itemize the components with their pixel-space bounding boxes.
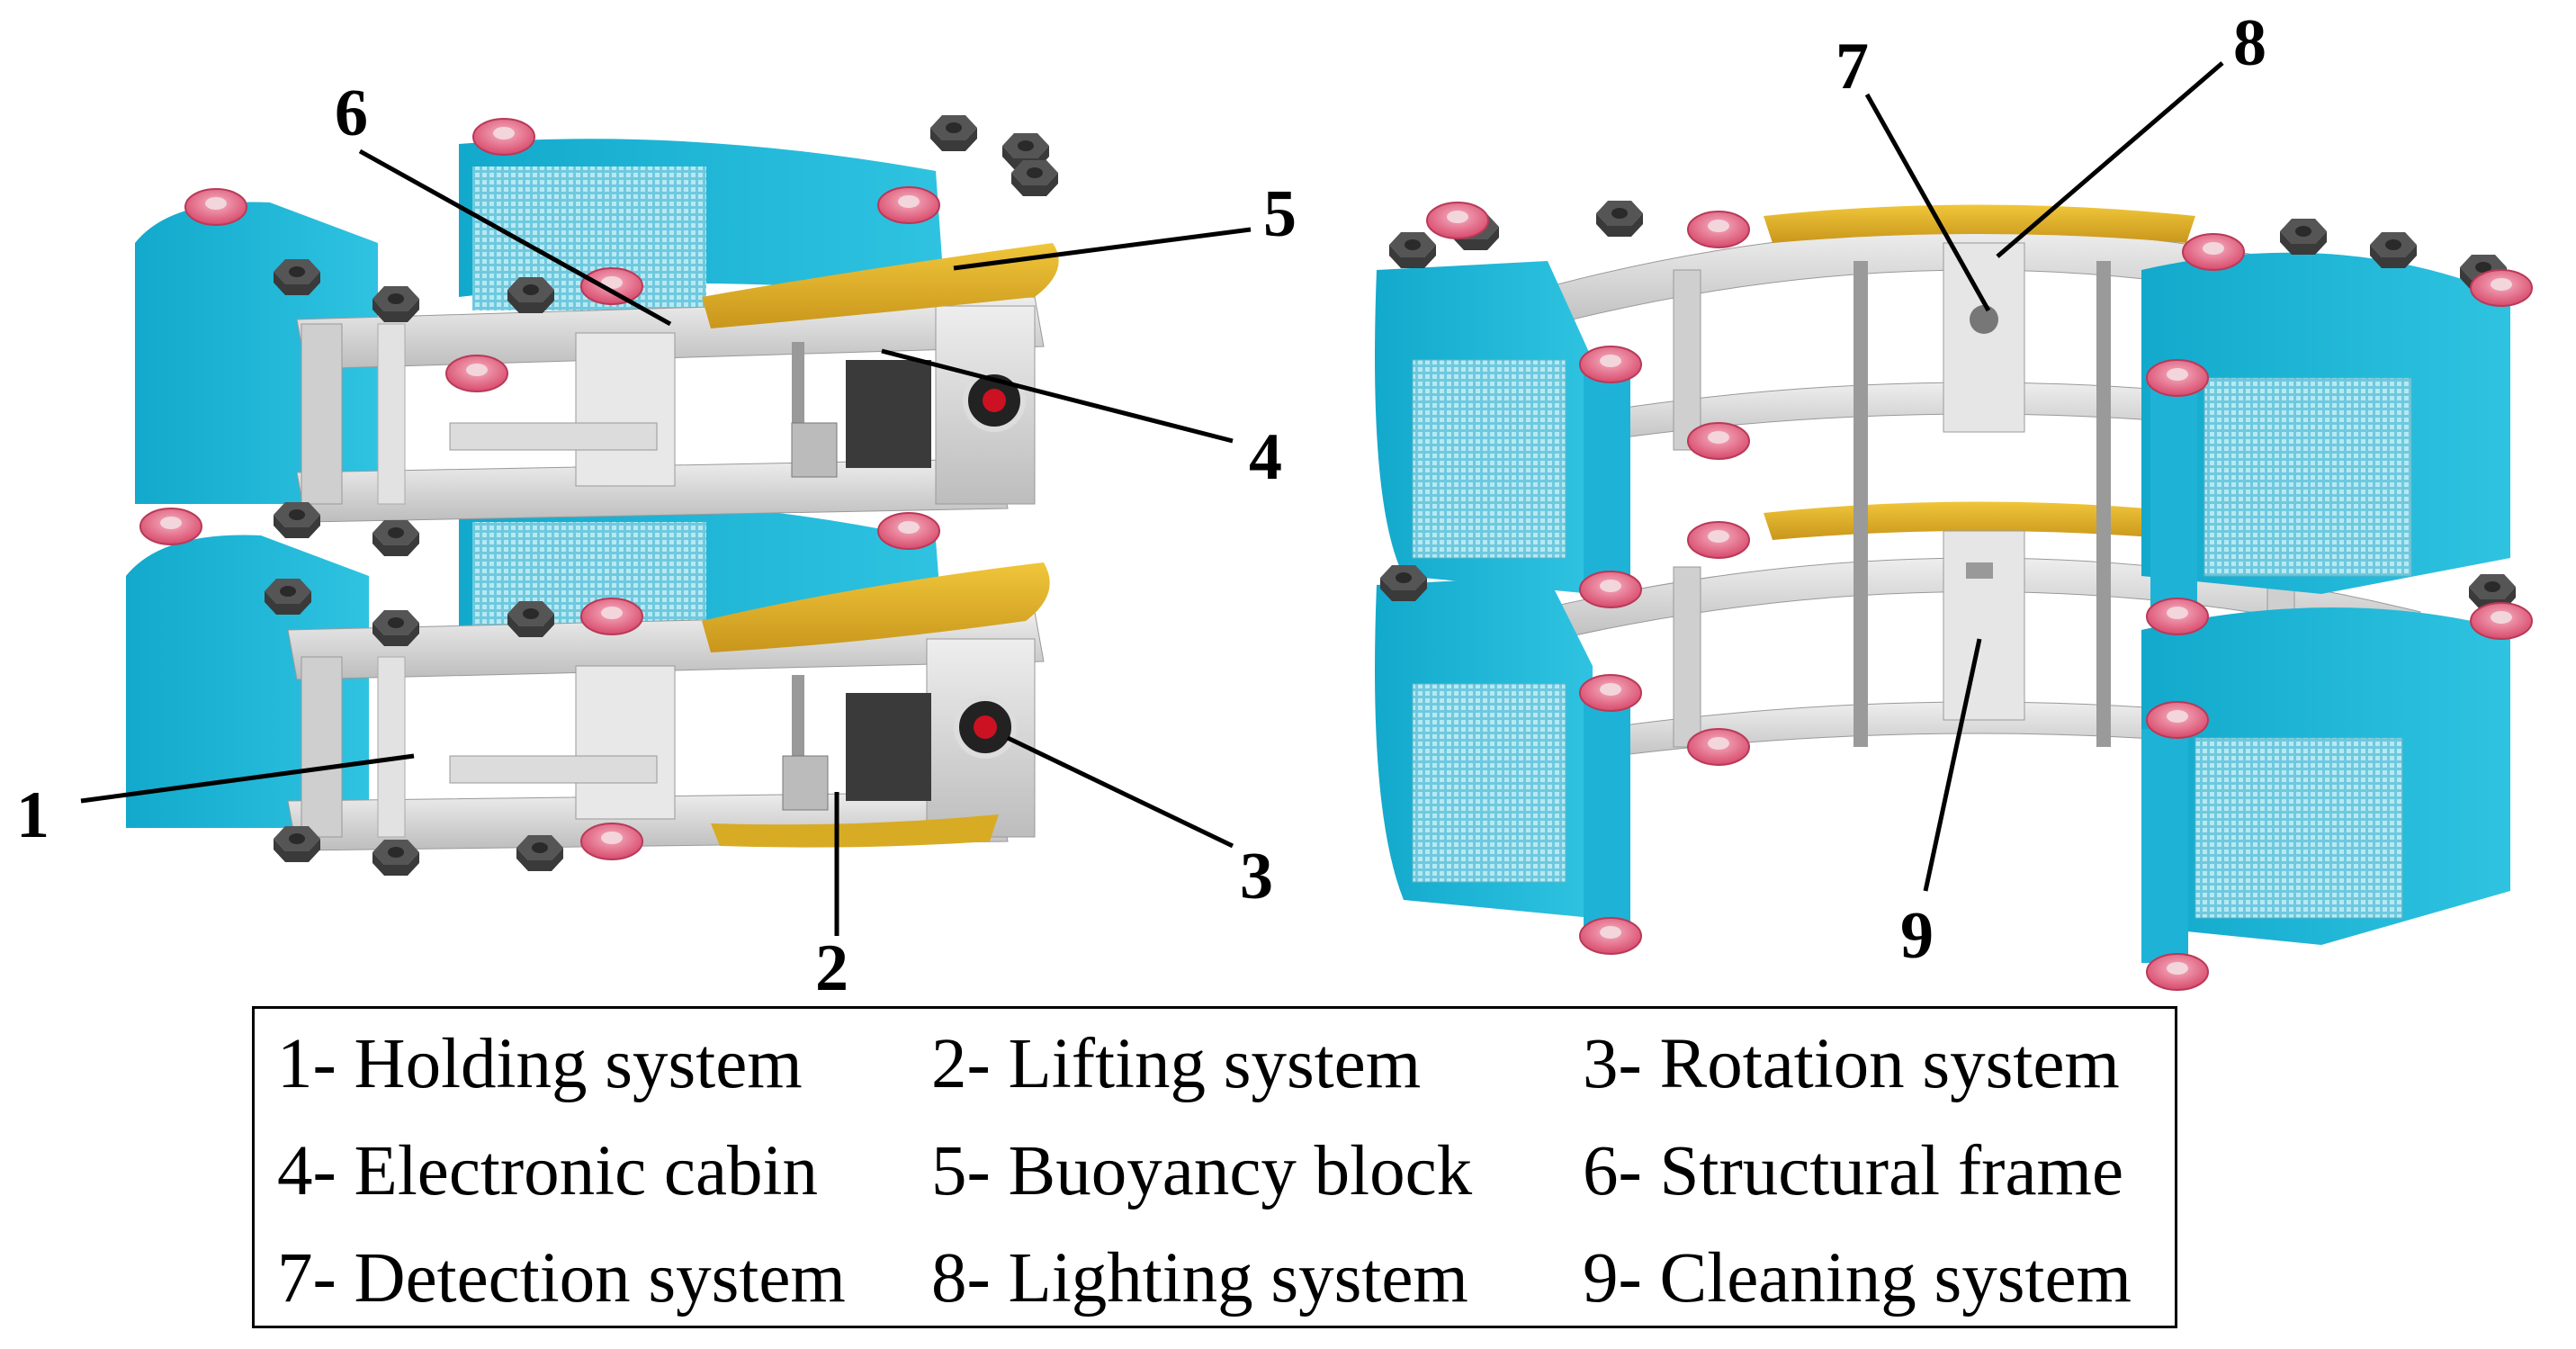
leader-line-9: [1923, 638, 1982, 892]
leader-line-5: [953, 227, 1252, 271]
legend-box: 1- Holding system 2- Lifting system 3- R…: [252, 1006, 2177, 1328]
leader-line-6: [358, 148, 672, 327]
leader-line-8: [1996, 61, 2224, 258]
leader-line-4: [881, 348, 1234, 444]
leader-line-1: [80, 753, 415, 804]
legend-item-buoyancy-block: 5- Buoyancy block: [931, 1132, 1473, 1210]
callout-3: 3: [1240, 840, 1273, 913]
leader-lines: [80, 61, 2224, 936]
legend-item-electronic-cabin: 4- Electronic cabin: [277, 1132, 818, 1210]
callout-5: 5: [1263, 177, 1297, 251]
leader-line-7: [1864, 93, 1991, 312]
legend-item-detection-system: 7- Detection system: [277, 1239, 846, 1318]
legend-item-lighting-system: 8- Lighting system: [931, 1239, 1468, 1318]
callout-6: 6: [335, 76, 368, 150]
legend-item-rotation-system: 3- Rotation system: [1583, 1025, 2120, 1103]
callout-7: 7: [1836, 30, 1869, 103]
legend-item-lifting-system: 2- Lifting system: [931, 1025, 1422, 1103]
callout-numbers: 1 2 3 4 5 6 7 8 9: [16, 6, 2266, 1005]
callout-1: 1: [16, 778, 49, 852]
callout-2: 2: [815, 931, 848, 1005]
legend-item-holding-system: 1- Holding system: [277, 1025, 803, 1103]
leader-line-3: [1006, 735, 1234, 849]
legend-item-cleaning-system: 9- Cleaning system: [1583, 1239, 2132, 1318]
callout-8: 8: [2233, 6, 2266, 80]
callout-9: 9: [1900, 899, 1934, 973]
legend-item-structural-frame: 6- Structural frame: [1583, 1132, 2124, 1210]
callout-4: 4: [1249, 420, 1282, 494]
right-robot-view: [1375, 201, 2533, 991]
left-robot-view: [126, 115, 1059, 876]
